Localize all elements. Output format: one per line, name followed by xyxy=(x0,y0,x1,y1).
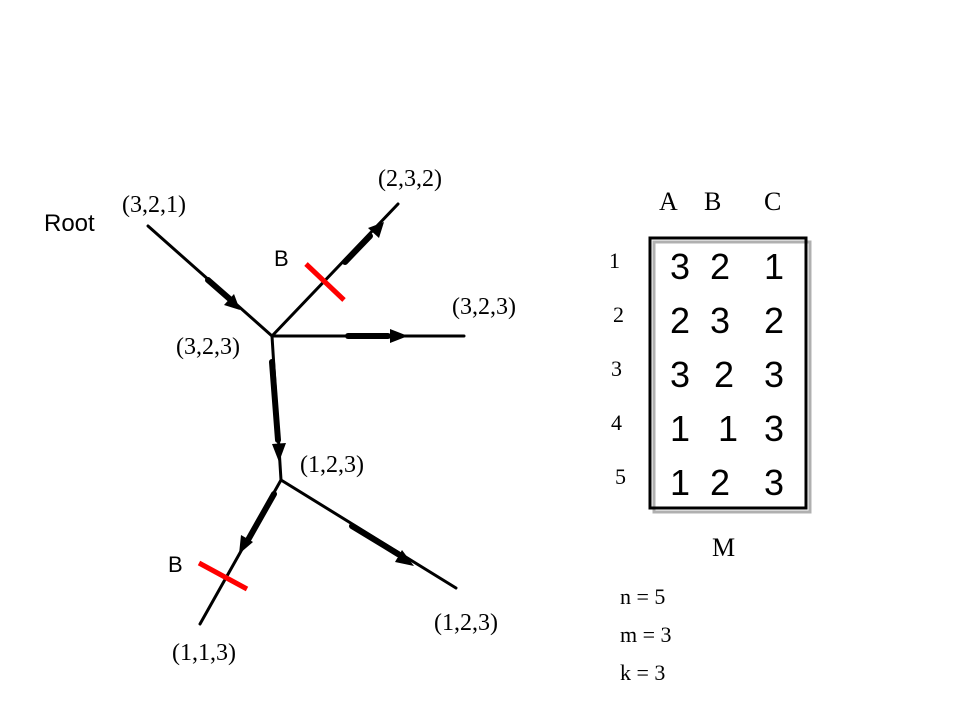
matrix-row-number: 4 xyxy=(611,410,622,435)
param-m: m = 3 xyxy=(620,622,672,647)
matrix-column-header: C xyxy=(764,187,781,216)
edge-bottom-left-arrow-shaft xyxy=(245,491,277,543)
edge-bottom-left-arrowhead xyxy=(239,535,253,554)
matrix-row-number: 1 xyxy=(609,248,620,273)
param-k: k = 3 xyxy=(620,660,665,685)
matrix-cell: 2 xyxy=(710,462,730,503)
matrix-cell: 3 xyxy=(670,354,690,395)
character-matrix: A B C 1 2 3 4 5 3 2 1 2 3 2 3 2 3 1 1 3 … xyxy=(609,187,812,562)
matrix-cell: 3 xyxy=(764,408,784,449)
edge-right-arrowhead xyxy=(390,329,408,343)
matrix-cell: 1 xyxy=(764,246,784,287)
matrix-cell: 1 xyxy=(670,462,690,503)
cut-label-upper: B xyxy=(274,246,289,271)
edge-root-arrowhead xyxy=(224,294,240,310)
matrix-row-number: 5 xyxy=(615,464,626,489)
node-label-bottom-right-leaf: (1,2,3) xyxy=(434,610,498,636)
edge-top-right-arrow-shaft xyxy=(342,233,373,265)
node-label-right-leaf: (3,2,3) xyxy=(452,294,516,320)
matrix-cell: 2 xyxy=(710,246,730,287)
node-label-internal-upper: (3,2,3) xyxy=(176,334,240,360)
matrix-cell: 1 xyxy=(670,408,690,449)
edge-root-arrow-shaft xyxy=(205,277,235,304)
matrix-cell: 2 xyxy=(714,354,734,395)
parameters: n = 5 m = 3 k = 3 xyxy=(620,584,672,685)
cut-mark-lower xyxy=(197,560,249,592)
root-label: Root xyxy=(44,210,95,237)
cut-label-lower: B xyxy=(168,552,183,577)
node-label-top-right-leaf: (2,3,2) xyxy=(378,166,442,192)
matrix-cell: 3 xyxy=(670,246,690,287)
node-label-bottom-left-leaf: (1,1,3) xyxy=(172,640,236,666)
edge-bottom-right-arrowhead xyxy=(395,550,414,566)
tree-edges xyxy=(146,202,466,626)
cut-mark-upper xyxy=(304,262,346,302)
matrix-row-number: 3 xyxy=(611,356,622,381)
node-label-root-leaf: (3,2,1) xyxy=(122,192,186,218)
matrix-cell: 3 xyxy=(710,300,730,341)
matrix-border xyxy=(648,236,808,510)
matrix-cell: 1 xyxy=(718,408,738,449)
param-n: n = 5 xyxy=(620,584,665,609)
tree-labels: Root (3,2,1) (2,3,2) (3,2,3) (3,2,3) (1,… xyxy=(44,166,516,666)
matrix-cell: 3 xyxy=(764,462,784,503)
matrix-shadow xyxy=(652,240,812,514)
node-label-internal-lower: (1,2,3) xyxy=(300,452,364,478)
matrix-name: M xyxy=(712,533,735,562)
matrix-cell: 2 xyxy=(670,300,690,341)
matrix-column-header: A xyxy=(659,187,678,216)
matrix-column-header: B xyxy=(704,187,721,216)
matrix-row-number: 2 xyxy=(613,302,624,327)
matrix-cell: 3 xyxy=(764,354,784,395)
edge-upper-to-top-right xyxy=(270,202,400,338)
cut-marks xyxy=(197,262,346,592)
edge-middle-arrowhead xyxy=(272,443,286,462)
edge-top-right-arrowhead xyxy=(368,222,384,238)
matrix-cell: 2 xyxy=(764,300,784,341)
edge-bottom-right-arrow-shaft xyxy=(349,523,401,557)
edge-middle-arrow-shaft xyxy=(269,359,281,443)
